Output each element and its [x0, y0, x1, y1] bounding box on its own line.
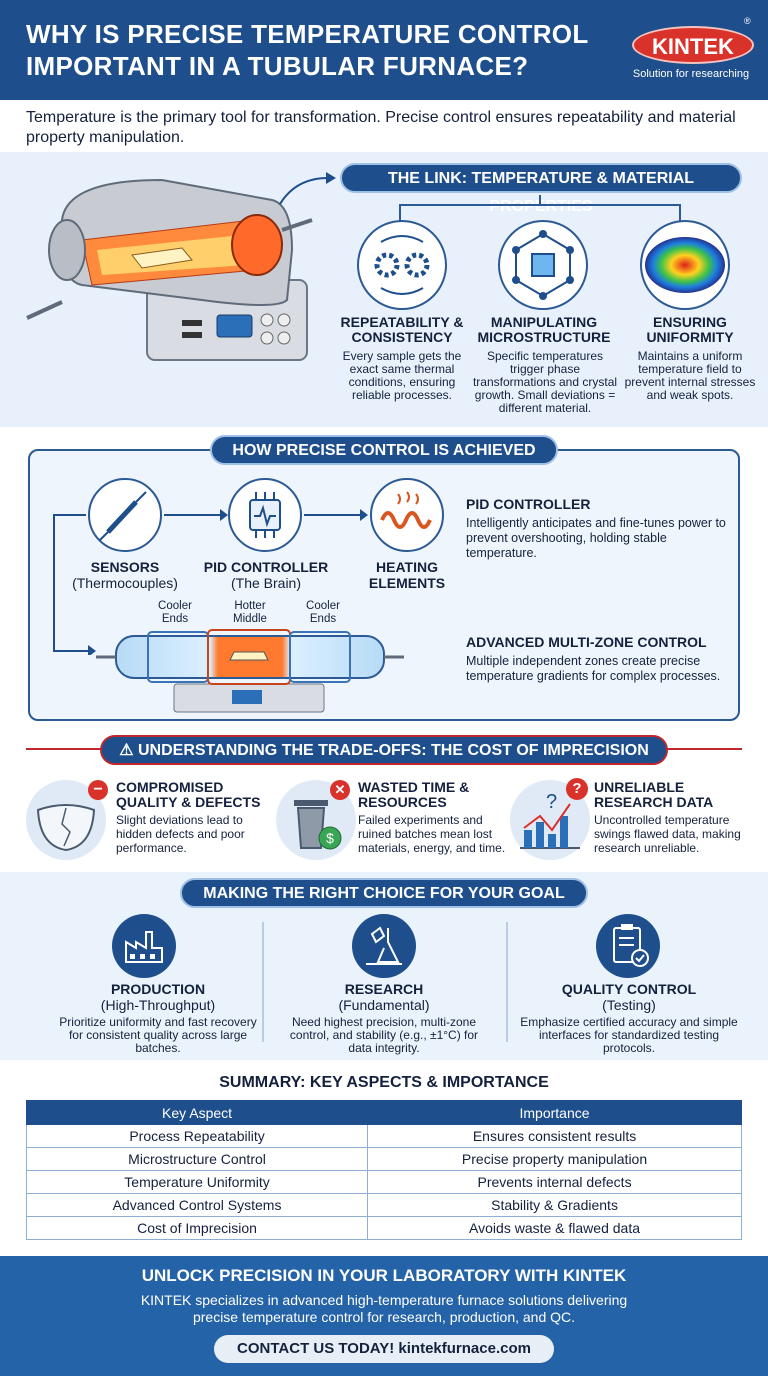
svg-text:$: $ [326, 830, 334, 846]
kintek-logo[interactable]: KINTEK [632, 26, 754, 64]
repeatability-text: Every sample gets the exact same thermal… [342, 349, 462, 402]
chip-icon [228, 478, 302, 552]
quality-control-sub: (Testing) [602, 997, 656, 1013]
tube-furnace-illustration [26, 178, 313, 361]
uniformity-text: Maintains a uniform temperature field to… [624, 349, 756, 402]
control-section-title: HOW PRECISE CONTROL IS ACHIEVED [210, 435, 558, 465]
table-cell: Advanced Control Systems [25, 1193, 369, 1217]
multizone-text: Multiple independent zones create precis… [466, 654, 721, 683]
zone-label-middle: Hotter Middle [233, 600, 267, 625]
lab-flask-icon [352, 914, 416, 978]
contact-button[interactable]: CONTACT US TODAY! kintekfurnace.com [214, 1335, 554, 1363]
heatmap-icon [640, 220, 730, 310]
pid-heading: PID CONTROLLER [466, 496, 591, 512]
research-sub: (Fundamental) [338, 997, 430, 1013]
table-cell: Process Repeatability [25, 1124, 369, 1148]
table-cell: Stability & Gradients [367, 1193, 742, 1217]
control-flow-arrows [53, 509, 368, 655]
sensors-label: SENSORS [90, 559, 160, 575]
wasted-time-title: WASTED TIME & RESOURCES [358, 779, 470, 810]
wasted-time-text: Failed experiments and ruined batches me… [358, 813, 506, 855]
table-cell: Prevents internal defects [367, 1170, 742, 1194]
crystal-lattice-icon [498, 220, 588, 310]
research-text: Need highest precision, multi-zone contr… [289, 1015, 479, 1055]
factory-icon [112, 914, 176, 978]
choice-section-title: MAKING THE RIGHT CHOICE FOR YOUR GOAL [180, 878, 588, 908]
arrow-icon [279, 172, 336, 205]
multi-zone-furnace-illustration [96, 629, 404, 713]
uniformity-title: ENSURING UNIFORMITY [646, 314, 734, 345]
table-cell: Microstructure Control [25, 1147, 369, 1171]
repeatability-title: REPEATABILITY & CONSISTENCY [340, 314, 464, 345]
quality-defects-text: Slight deviations lead to hidden defects… [116, 813, 245, 855]
research-title: RESEARCH [344, 981, 424, 997]
svg-text:?: ? [546, 791, 557, 813]
link-section-title: THE LINK: TEMPERATURE & MATERIAL PROPERT… [340, 163, 742, 215]
summary-title: SUMMARY: KEY ASPECTS & IMPORTANCE [219, 1074, 549, 1091]
table-cell: Avoids waste & flawed data [367, 1216, 742, 1240]
footer-text: KINTEK specializes in advanced high-temp… [140, 1292, 628, 1325]
table-header: Importance [367, 1100, 742, 1125]
table-cell: Precise property manipulation [367, 1147, 742, 1171]
table-cell: Ensures consistent results [367, 1124, 742, 1148]
clipboard-check-icon [596, 914, 660, 978]
page-title: WHY IS PRECISE TEMPERATURE CONTROL IMPOR… [26, 19, 589, 81]
thermocouple-icon [88, 478, 162, 552]
quality-control-text: Emphasize certified accuracy and simple … [520, 1015, 738, 1055]
heating-coil-icon [370, 478, 444, 552]
sensors-sub: (Thermocouples) [72, 575, 178, 591]
unreliable-data-title: UNRELIABLE RESEARCH DATA [594, 779, 714, 810]
heating-label: HEATING [376, 559, 438, 575]
registered-mark: ® [744, 16, 751, 26]
heating-sub: ELEMENTS [368, 575, 446, 591]
zone-label-right: Cooler Ends [306, 600, 340, 625]
gears-cycle-icon [357, 220, 447, 310]
multizone-heading: ADVANCED MULTI-ZONE CONTROL [466, 634, 707, 650]
divider [262, 922, 264, 1042]
production-text: Prioritize uniformity and fast recovery … [59, 1015, 257, 1055]
production-sub: (High-Throughput) [100, 997, 216, 1013]
quality-defects-title: COMPROMISED QUALITY & DEFECTS [116, 779, 261, 810]
pid-sub: (The Brain) [230, 575, 302, 591]
microstructure-title: MANIPULATING MICROSTRUCTURE [477, 314, 611, 345]
table-cell: Temperature Uniformity [25, 1170, 369, 1194]
logo-tagline: Solution for researching [632, 68, 750, 80]
minus-badge-icon: − [88, 780, 108, 800]
summary-table: Key Aspect Importance Process Repeatabil… [25, 1100, 742, 1240]
table-cell: Cost of Imprecision [25, 1216, 369, 1240]
unreliable-data-text: Uncontrolled temperature swings flawed d… [594, 813, 741, 855]
warning-icon: ⚠ [119, 742, 138, 759]
footer-title: UNLOCK PRECISION IN YOUR LABORATORY WITH… [141, 1266, 627, 1285]
table-header: Key Aspect [25, 1100, 369, 1125]
intro-text: Temperature is the primary tool for tran… [26, 109, 736, 146]
divider [506, 922, 508, 1042]
question-badge-icon: ? [566, 778, 588, 800]
microstructure-text: Specific temperatures trigger phase tran… [472, 349, 618, 415]
pid-label: PID CONTROLLER [203, 559, 329, 575]
tradeoffs-title: ⚠ UNDERSTANDING THE TRADE-OFFS: THE COST… [100, 735, 668, 765]
zone-label-left: Cooler Ends [158, 600, 192, 625]
link-connector-lines [399, 195, 681, 223]
pid-text: Intelligently anticipates and fine-tunes… [466, 516, 726, 560]
production-title: PRODUCTION [110, 981, 206, 997]
quality-control-title: QUALITY CONTROL [561, 981, 697, 997]
x-badge-icon: ✕ [330, 780, 350, 800]
